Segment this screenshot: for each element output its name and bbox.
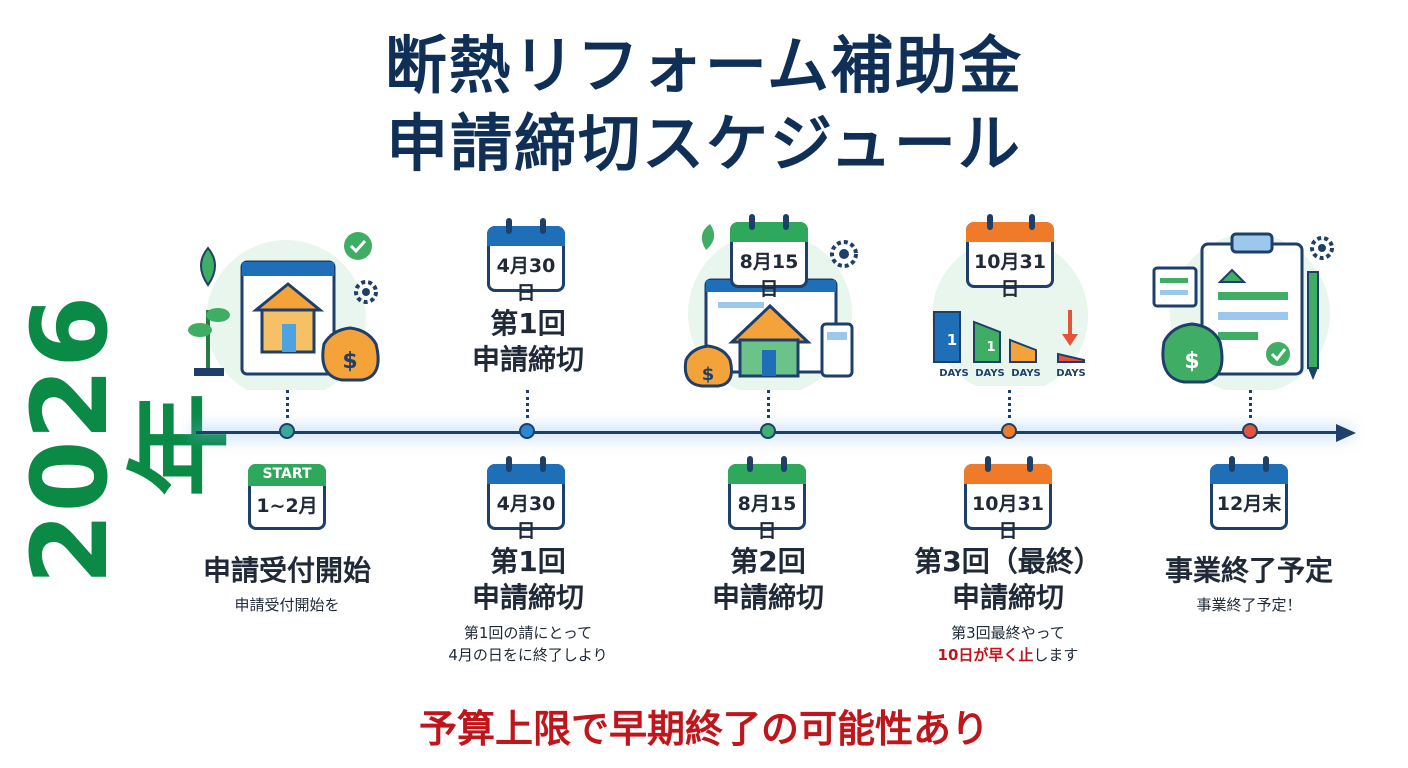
milestone-desc-line2: 10日が早く止します [888, 644, 1128, 666]
year-label: 2026年 [9, 295, 241, 585]
milestone-title: 事業終了予定 [1164, 554, 1333, 587]
illus-calendar-date: 4月30日 [496, 255, 556, 304]
house-icon [728, 303, 812, 378]
connector-3 [767, 390, 770, 418]
milestone-title-line2: 申請締切 [951, 581, 1064, 614]
timeline-arrow [1336, 424, 1356, 442]
illus-deadline-1-line1: 第1回 [490, 307, 566, 340]
title-line-2: 申請締切スケジュール [386, 107, 1022, 180]
timeline-dot-end [1242, 423, 1258, 439]
calendar-date: 10月31日 [972, 493, 1044, 542]
calendar-deadline-3: 10月31日 [964, 456, 1052, 542]
days-bar-2-number: 1 [986, 340, 996, 355]
svg-text:$: $ [342, 349, 357, 374]
start-illustration: $ [188, 232, 380, 390]
milestone-title-line1: 第1回 [490, 545, 566, 578]
calendar-date: 1~2月 [256, 495, 318, 517]
timeline-dot-deadline-2 [760, 423, 776, 439]
milestone-desc: 申請受付開始を [234, 596, 340, 614]
connector-1 [286, 390, 289, 418]
gear-icon [1310, 236, 1334, 260]
milestone-title-line1: 第2回 [730, 545, 806, 578]
milestone-title: 申請受付開始 [202, 554, 371, 587]
timeline-dot-deadline-1 [519, 423, 535, 439]
connector-4 [1008, 390, 1011, 418]
calendar-end: 12月末 [1210, 456, 1288, 530]
illus-calendar-date: 8月15日 [739, 251, 799, 300]
milestone-desc-line1: 第1回の請にとって [463, 624, 593, 642]
days-bar-3-label: DAYS [1011, 368, 1041, 379]
calendar-date: 8月15日 [737, 493, 797, 542]
calendar-date: 12月末 [1216, 493, 1282, 515]
plant-icon [188, 246, 230, 376]
days-bar-4-label: DAYS [1056, 368, 1086, 379]
pen-icon [1307, 271, 1319, 380]
calendar-date: 4月30日 [496, 493, 556, 542]
milestone-title-line1: 第3回（最終） [914, 545, 1102, 578]
illus-calendar-deadline-1: 4月30日 [487, 218, 565, 304]
check-bubble-icon [344, 232, 372, 260]
calendar-start: START 1~2月 [248, 464, 326, 530]
timeline-dot-deadline-3 [1001, 423, 1017, 439]
milestone-title-line2: 申請締切 [471, 581, 584, 614]
leaf-icon [701, 224, 715, 250]
laptop-house-icon [240, 260, 336, 376]
title-line-1: 断熱リフォーム補助金 [384, 29, 1024, 102]
list-window-icon [1152, 266, 1198, 308]
money-bag-icon: $ [321, 326, 380, 382]
milestone-desc: 事業終了予定！ [1196, 596, 1302, 614]
days-bar-1-label: DAYS [939, 368, 969, 379]
end-illustration: $ [1152, 232, 1334, 390]
milestone-title-line2: 申請締切 [711, 581, 824, 614]
deadline-2-illustration: $ [683, 224, 858, 390]
illus-deadline-1-line2: 申請締切 [471, 343, 584, 376]
illus-calendar-deadline-3: 10月31日 [966, 214, 1054, 300]
calendar-deadline-2: 8月15日 [728, 456, 806, 542]
timeline-dot-start [279, 423, 295, 439]
budget-warning: 予算上限で早期終了の可能性あり [418, 707, 989, 751]
illus-calendar-deadline-2: 8月15日 [730, 214, 808, 300]
svg-text:$: $ [702, 364, 715, 385]
gear-icon [830, 240, 858, 268]
svg-text:$: $ [1184, 349, 1199, 374]
desc-tail: します [1033, 646, 1079, 664]
calendar-deadline-1: 4月30日 [487, 456, 565, 542]
milestone-desc-line2: 4月の日をに終了しより [448, 646, 608, 664]
milestone-desc-line1: 第3回最終やって [951, 624, 1065, 642]
money-bag-icon: $ [1161, 322, 1224, 384]
clipboard-icon [1200, 232, 1304, 376]
check-badge-icon [1266, 342, 1290, 366]
down-arrow-icon [1062, 310, 1078, 346]
connector-5 [1249, 390, 1252, 418]
days-bar-2-label: DAYS [975, 368, 1005, 379]
start-badge: START [262, 466, 312, 482]
connector-2 [526, 390, 529, 418]
phone-icon [820, 322, 854, 378]
illus-calendar-date: 10月31日 [974, 251, 1046, 300]
money-bag-icon: $ [683, 344, 733, 388]
gear-icon [354, 280, 378, 304]
days-bar-1-number: 1 [946, 331, 958, 349]
desc-highlight: 10日が早く止 [937, 646, 1034, 664]
